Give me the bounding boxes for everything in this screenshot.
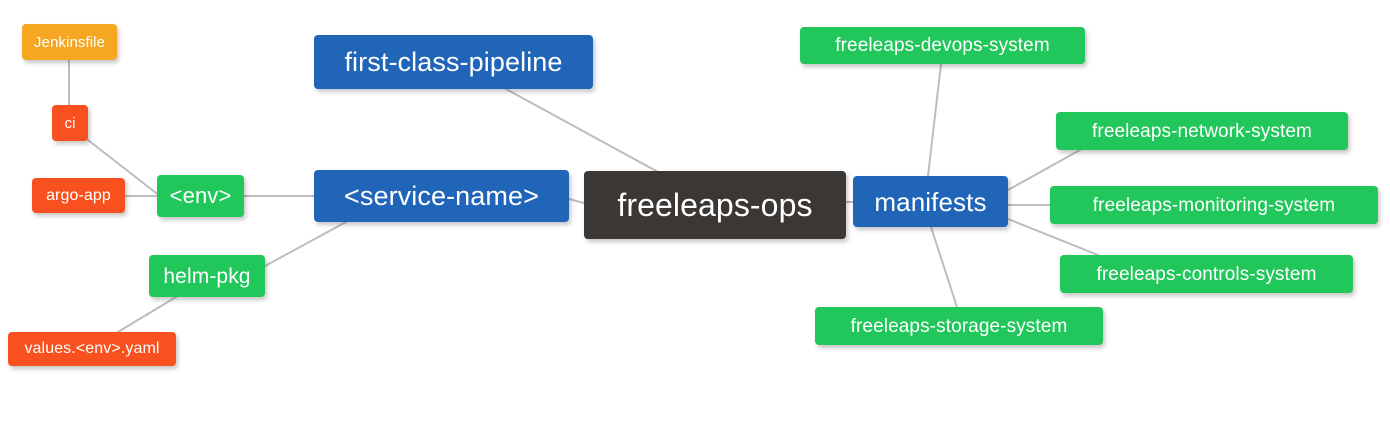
mindmap-node-controls-system[interactable]: freeleaps-controls-system — [1060, 255, 1353, 293]
node-label: freeleaps-ops — [617, 187, 813, 223]
mindmap-node-helm-pkg[interactable]: helm-pkg — [149, 255, 265, 297]
node-label: freeleaps-monitoring-system — [1092, 194, 1336, 216]
node-label: helm-pkg — [163, 264, 251, 288]
mindmap-node-first-class-pipeline[interactable]: first-class-pipeline — [314, 35, 593, 89]
mindmap-node-values-env-yaml[interactable]: values.<env>.yaml — [8, 332, 176, 366]
edge-ci-to-env — [83, 136, 161, 197]
mindmap-node-devops-system[interactable]: freeleaps-devops-system — [800, 27, 1085, 64]
node-label: freeleaps-network-system — [1092, 120, 1312, 142]
node-label: <env> — [169, 183, 232, 208]
node-label: first-class-pipeline — [344, 46, 563, 77]
edge-manifests-to-controls-system — [1007, 218, 1099, 256]
node-label: freeleaps-controls-system — [1096, 263, 1317, 285]
mindmap-node-env[interactable]: <env> — [157, 175, 244, 217]
edge-service-name-to-helm-pkg — [264, 221, 347, 267]
mindmap-node-freeleaps-ops[interactable]: freeleaps-ops — [584, 171, 846, 239]
node-label: argo-app — [46, 186, 111, 204]
mindmap-node-network-system[interactable]: freeleaps-network-system — [1056, 112, 1348, 150]
node-label: Jenkinsfile — [33, 33, 106, 51]
mindmap-node-manifests[interactable]: manifests — [853, 176, 1008, 227]
edge-manifests-to-devops-system — [927, 63, 942, 177]
node-label: freeleaps-storage-system — [850, 315, 1068, 337]
edge-service-name-to-freeleaps-ops — [568, 198, 585, 204]
mindmap-node-service-name[interactable]: <service-name> — [314, 170, 569, 222]
edge-first-class-pipeline-to-freeleaps-ops — [505, 88, 659, 173]
node-label: <service-name> — [344, 180, 539, 211]
mindmap-node-monitoring-system[interactable]: freeleaps-monitoring-system — [1050, 186, 1378, 224]
edge-manifests-to-storage-system — [930, 226, 958, 308]
mindmap-node-jenkinsfile[interactable]: Jenkinsfile — [22, 24, 117, 60]
edge-helm-pkg-to-values-env-yaml — [117, 296, 177, 333]
node-label: values.<env>.yaml — [24, 340, 160, 357]
edge-manifests-to-network-system — [1007, 149, 1081, 191]
node-label: ci — [64, 114, 76, 132]
node-label: freeleaps-devops-system — [835, 35, 1050, 56]
mindmap-node-argo-app[interactable]: argo-app — [32, 178, 125, 213]
mindmap-node-ci[interactable]: ci — [52, 105, 88, 141]
mindmap-node-storage-system[interactable]: freeleaps-storage-system — [815, 307, 1103, 345]
node-label: manifests — [874, 186, 987, 217]
